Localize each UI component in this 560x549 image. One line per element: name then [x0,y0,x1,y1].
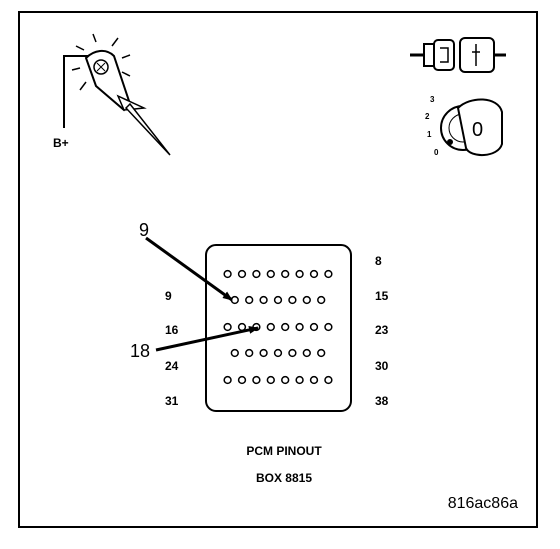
connector-pin [230,295,239,305]
pin-label-left: 9 [165,289,172,303]
connector-pin [266,269,275,279]
connector-housing [205,244,352,412]
connector-pin [259,295,268,305]
ignition-position: 1 [427,130,432,139]
pin-label-left: 24 [165,359,179,373]
connector-pin [266,322,275,332]
connector-pin [237,322,247,332]
connector-pin [237,375,247,385]
pin-label-right: 23 [375,323,389,337]
connector-pin [281,322,290,332]
connector-pin [259,348,268,358]
connector-pin [317,295,326,305]
connector-pin [245,295,254,305]
connector-pin [288,348,297,358]
callout-arrow-18 [155,325,259,352]
connector-pin [281,269,290,279]
connector-pin [324,375,333,385]
connector-pin [273,295,283,305]
pin-label-left: 31 [165,394,179,408]
key-symbol: 0 [472,119,483,141]
connector-pin [295,269,304,279]
caption-title: PCM PINOUT [246,444,322,458]
pcm-connector: 9 16 24 31 8 15 23 30 38 9 18 [130,220,389,412]
connector-pins [223,269,333,385]
connector-pin [295,375,304,385]
ignition-key-icon: 0 3 2 1 0 [425,95,503,157]
connector-pin [281,375,290,385]
pin-label-right: 8 [375,254,382,268]
connector-pin [288,295,297,305]
connector-pin [252,269,261,279]
connector-pin [309,375,319,385]
connector-pin [324,269,333,279]
connector-pin [317,348,326,358]
connector-unplugged-icon [410,37,506,73]
connector-pin [295,322,304,332]
connector-pin [223,375,232,385]
pin-label-left: 16 [165,323,179,337]
connector-pin [237,269,247,279]
caption-subtitle: BOX 8815 [256,471,312,485]
battery-positive-label: B+ [53,136,69,150]
pin-label-right: 30 [375,359,389,373]
connector-pin [309,322,319,332]
ignition-position: 0 [434,148,439,157]
connector-pin [252,375,261,385]
connector-pin [223,269,232,279]
pin-label-right: 15 [375,289,389,303]
diagram-frame [18,11,538,528]
callout-arrow-9 [145,236,233,302]
connector-pin [324,322,333,332]
connector-pin [302,348,311,358]
callout-label: 9 [139,220,149,240]
figure-id: 816ac86a [448,495,518,512]
ignition-position: 2 [425,112,430,121]
test-light-icon: B+ [53,33,171,156]
pin-label-right: 38 [375,394,389,408]
connector-pin [245,348,254,358]
connector-pin [273,348,283,358]
ignition-position: 3 [430,95,435,104]
connector-pin [230,348,239,358]
connector-pin [223,322,232,332]
connector-pin [266,375,275,385]
connector-pin [309,269,319,279]
callout-label: 18 [130,341,150,361]
connector-pin [302,295,311,305]
